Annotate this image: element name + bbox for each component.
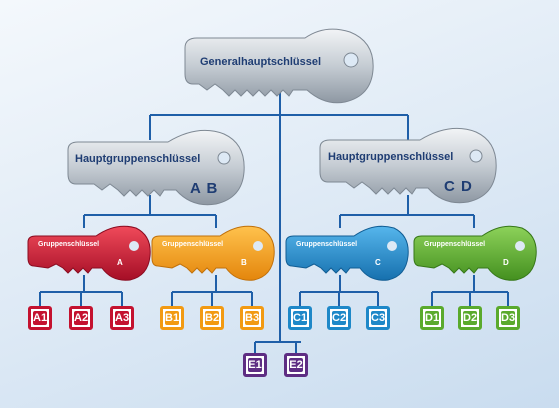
cylinder-d3: D3 [496,306,520,330]
cylinder-label: D1 [425,311,440,325]
cylinder-e1: E1 [243,353,267,377]
cylinder-label: E2 [289,358,303,372]
cylinder-label: D2 [463,311,478,325]
group-key-b-letter: B [241,258,247,267]
cylinder-label: A1 [33,311,48,325]
group-key-b-label: Gruppenschlüssel [162,241,224,248]
main-group-key-ab-shape [67,129,245,206]
cylinder-c3: C3 [366,306,390,330]
main-group-key-cd-shape [319,127,497,204]
master-key-shape [184,28,374,104]
cylinder-label: A2 [74,311,89,325]
group-key-d-letter: D [503,258,509,267]
cylinder-a2: A2 [69,306,93,330]
cylinder-b2: B2 [200,306,224,330]
cylinder-e2: E2 [284,353,308,377]
cylinder-label: A3 [115,311,130,325]
cylinder-label: C3 [371,311,386,325]
cylinder-label: D3 [501,311,516,325]
group-key-c-letter: C [375,258,381,267]
cylinder-b3: B3 [240,306,264,330]
master-key-label: Generalhauptschlüssel [200,56,322,68]
cylinder-label: B3 [245,311,260,325]
group-key-a-label: Gruppenschlüssel [38,241,100,248]
cylinder-a3: A3 [110,306,134,330]
cylinder-d2: D2 [458,306,482,330]
group-key-a-shape [27,225,151,281]
cylinder-b1: B1 [160,306,184,330]
group-key-a-letter: A [117,258,123,267]
cylinder-d1: D1 [420,306,444,330]
group-key-d-shape [413,225,537,281]
cylinder-c1: C1 [288,306,312,330]
group-key-b-shape [151,225,275,281]
cylinder-label: C1 [293,311,308,325]
cylinder-c2: C2 [327,306,351,330]
cylinder-label: C2 [332,311,347,325]
main-group-key-cd-label: Hauptgruppenschlüssel [328,151,454,163]
cylinder-label: B2 [205,311,220,325]
group-key-d-label: Gruppenschlüssel [424,241,486,248]
connector-lines [39,92,509,353]
cylinder-label: E1 [248,358,262,372]
cylinder-a1: A1 [28,306,52,330]
cylinder-label: B1 [165,311,180,325]
main-group-key-cd-letters: C D [444,178,473,195]
main-group-key-ab-label: Hauptgruppenschlüssel [75,153,201,165]
main-group-key-ab-letters: A B [190,180,219,197]
group-key-c-label: Gruppenschlüssel [296,241,358,248]
group-key-c-shape [285,225,409,281]
